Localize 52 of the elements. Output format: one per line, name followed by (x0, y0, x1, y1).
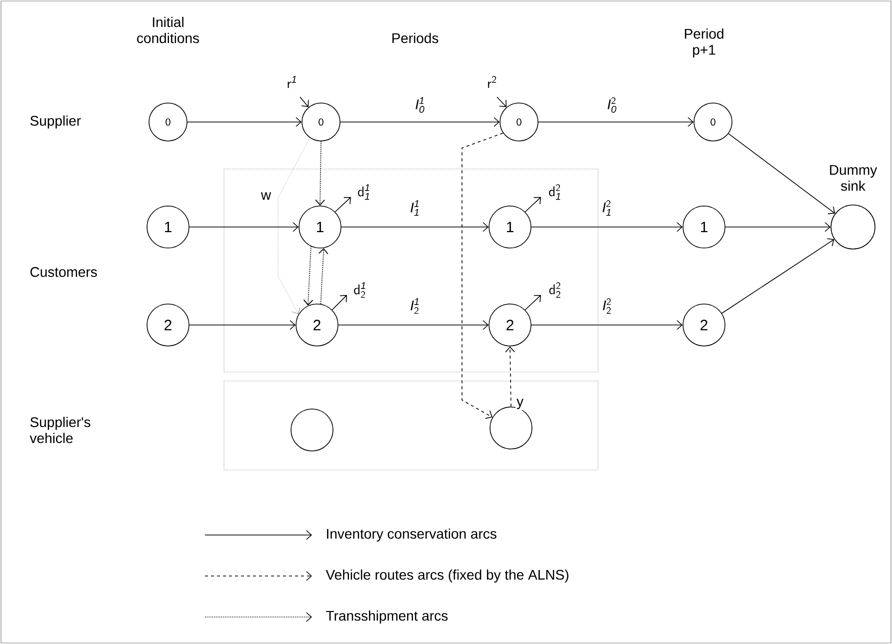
legend-label: Vehicle routes arcs (fixed by the ALNS) (326, 569, 568, 583)
arrow (332, 295, 347, 310)
edge-label: $\mathit{I}_{\mathit{0}}^{\mathit{1}}$ (414, 96, 426, 114)
arrow (300, 96, 309, 108)
arrow (338, 320, 489, 330)
arrow (725, 222, 831, 232)
edge-label: w (260, 191, 272, 201)
column-header: Periods (392, 32, 438, 44)
arrow (524, 295, 541, 310)
node-circle (290, 408, 334, 452)
edge-label: $\mathsf{d}_{\mathsf{2}}^{\mathsf{2}}$ (548, 281, 562, 299)
arrow (721, 238, 834, 314)
edge-label: $\mathit{I}_{\mathit{1}}^{\mathit{1}}$ (409, 199, 421, 217)
arrow (303, 246, 314, 306)
arrow (187, 117, 302, 127)
arrow (728, 133, 836, 214)
arrow (496, 96, 507, 108)
column-header: Initial conditions (137, 16, 199, 44)
row-label: Customers (30, 267, 97, 277)
edge-label: $\mathit{I}_{\mathsf{2}}^{\mathsf{2}}$ (601, 297, 613, 315)
edge-label: $\mathsf{d}_{\mathit{1}}^{\mathit{1}}$ (356, 183, 372, 201)
legend-label: Inventory conservation arcs (327, 528, 496, 542)
arrow (334, 197, 351, 212)
row-label: Supplier (30, 115, 81, 129)
arrow (318, 248, 328, 304)
column-header: Period p+1 (684, 28, 724, 58)
edge-label: $\mathsf{r}^{\mathit{1}}$ (286, 75, 298, 89)
edge-label: y (516, 398, 524, 410)
arrow (538, 117, 694, 127)
arrow (341, 222, 489, 232)
edge-label: $\mathsf{d}_{\mathit{1}}^{\mathsf{2}}$ (548, 183, 562, 201)
dotted-group-box (224, 380, 598, 470)
node-caption: Dummy sink (830, 165, 878, 191)
edge-label: $\mathsf{r}^{\mathsf{2}}$ (486, 75, 498, 89)
edge-label: $\mathit{I}_{\mathsf{2}}^{\mathit{1}}$ (409, 297, 421, 315)
arrow (505, 346, 515, 407)
node-circle (830, 204, 876, 250)
arrow (531, 222, 683, 232)
arrow (189, 320, 296, 330)
row-label: Supplier's vehicle (30, 416, 90, 444)
legend-label: Transshipment arcs (326, 610, 448, 624)
arrow (531, 320, 683, 330)
arrow (462, 132, 504, 419)
arrow (278, 138, 310, 314)
dotted-group-box (224, 168, 598, 372)
arrow (340, 117, 500, 127)
arrow (315, 140, 326, 206)
arrow (189, 222, 299, 232)
edge-label: $\mathit{I}_{\mathit{1}}^{\mathsf{2}}$ (601, 199, 613, 217)
arrow (524, 197, 541, 212)
edge-label: $\mathit{I}_{\mathit{0}}^{\mathsf{2}}$ (606, 96, 618, 114)
edge-label: $\mathsf{d}_{\mathsf{2}}^{\mathit{1}}$ (352, 281, 368, 299)
